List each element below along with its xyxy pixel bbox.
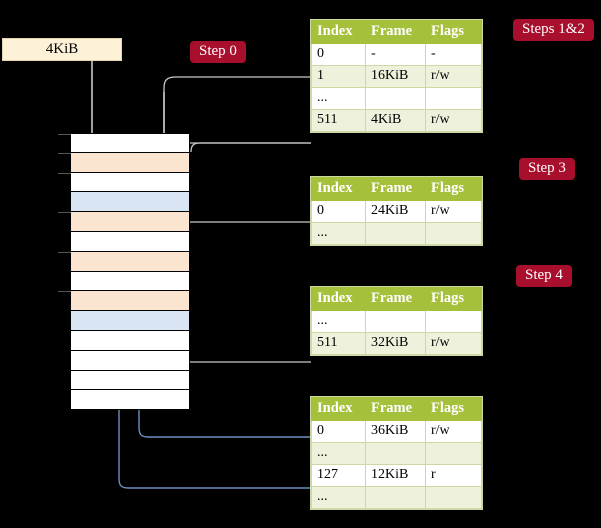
table-row: ... xyxy=(311,310,482,333)
memory-frame-row xyxy=(70,271,190,292)
memory-frame-row xyxy=(58,291,190,312)
column-header-index: Index xyxy=(311,20,366,44)
memory-frame-tick xyxy=(58,134,71,135)
column-header-index: Index xyxy=(311,397,366,421)
table-row: 0-- xyxy=(311,43,482,66)
table-row: ... xyxy=(311,442,482,465)
table-cell-flg: r/w xyxy=(425,420,482,443)
table-cell-frm xyxy=(365,310,426,333)
column-header-flags: Flags xyxy=(425,177,482,201)
memory-frame-row xyxy=(70,231,190,252)
table-cell-idx: 0 xyxy=(311,420,366,443)
column-header-index: Index xyxy=(311,177,366,201)
column-header-frame: Frame xyxy=(365,397,426,421)
column-header-flags: Flags xyxy=(425,397,482,421)
table-cell-frm xyxy=(365,87,426,110)
table-cell-flg xyxy=(425,486,482,509)
memory-frame-row xyxy=(70,192,190,213)
table-cell-frm: - xyxy=(365,43,426,66)
memory-frame-tick xyxy=(58,172,71,174)
table-cell-frm: 12KiB xyxy=(365,464,426,487)
column-header-frame: Frame xyxy=(365,177,426,201)
table-cell-idx: ... xyxy=(311,442,366,465)
table-cell-frm: 4KiB xyxy=(365,109,426,132)
table-cell-flg xyxy=(425,87,482,110)
table-cell-frm xyxy=(365,222,426,245)
table-cell-flg: r/w xyxy=(425,65,482,88)
memory-frame-row xyxy=(70,370,190,391)
table-cell-idx: ... xyxy=(311,87,366,110)
physical-memory-column xyxy=(58,133,190,411)
table-cell-flg: - xyxy=(425,43,482,66)
table-cell-flg: r/w xyxy=(425,109,482,132)
badge-step-4: Step 4 xyxy=(516,265,572,287)
column-header-flags: Flags xyxy=(425,20,482,44)
table-cell-idx: 511 xyxy=(311,109,366,132)
table-cell-frm xyxy=(365,442,426,465)
table-cell-idx: 0 xyxy=(311,200,366,223)
table-cell-idx: 0 xyxy=(311,43,366,66)
table-row: ... xyxy=(311,486,482,509)
memory-frame-tick xyxy=(58,152,71,154)
virtual-address-box: 4KiB xyxy=(2,38,122,61)
table-row: ... xyxy=(311,222,482,245)
badge-step-0: Step 0 xyxy=(190,41,246,63)
arrow-table1-to-memory xyxy=(171,136,311,238)
memory-frame-row xyxy=(70,390,190,411)
table-cell-flg xyxy=(425,222,482,245)
memory-frame-row xyxy=(58,152,190,173)
table-cell-idx: ... xyxy=(311,486,366,509)
table-cell-flg: r/w xyxy=(425,200,482,223)
table-cell-idx: 127 xyxy=(311,464,366,487)
table-row: ... xyxy=(311,87,482,110)
table-cell-frm: 36KiB xyxy=(365,420,426,443)
memory-frame-row xyxy=(70,350,190,371)
column-header-frame: Frame xyxy=(365,20,426,44)
table-cell-flg: r xyxy=(425,464,482,487)
memory-frame-tick xyxy=(58,251,71,253)
memory-frame-row xyxy=(58,212,190,232)
badge-steps-1-and-2: Steps 1&2 xyxy=(513,19,594,41)
memory-frame-row xyxy=(58,133,190,153)
memory-frame-tick xyxy=(58,212,71,214)
virtual-address-label: 4KiB xyxy=(45,41,79,57)
table-cell-flg xyxy=(425,442,482,465)
badge-step-3: Step 3 xyxy=(519,158,575,180)
table-cell-flg: r/w xyxy=(425,332,482,355)
memory-frame-row xyxy=(58,251,190,272)
table-cell-idx: ... xyxy=(311,310,366,333)
table-cell-frm: 16KiB xyxy=(365,65,426,88)
table-cell-frm: 32KiB xyxy=(365,332,426,355)
table-cell-frm: 24KiB xyxy=(365,200,426,223)
table-cell-idx: 1 xyxy=(311,65,366,88)
memory-frame-row xyxy=(70,311,190,331)
table-cell-idx: 511 xyxy=(311,332,366,355)
table-cell-flg xyxy=(425,310,482,333)
table-cell-idx: ... xyxy=(311,222,366,245)
column-header-flags: Flags xyxy=(425,287,482,311)
memory-frame-tick xyxy=(58,291,71,293)
memory-frame-row xyxy=(58,172,190,193)
column-header-frame: Frame xyxy=(365,287,426,311)
column-header-index: Index xyxy=(311,287,366,311)
table-cell-frm xyxy=(365,486,426,509)
memory-frame-row xyxy=(70,330,190,351)
